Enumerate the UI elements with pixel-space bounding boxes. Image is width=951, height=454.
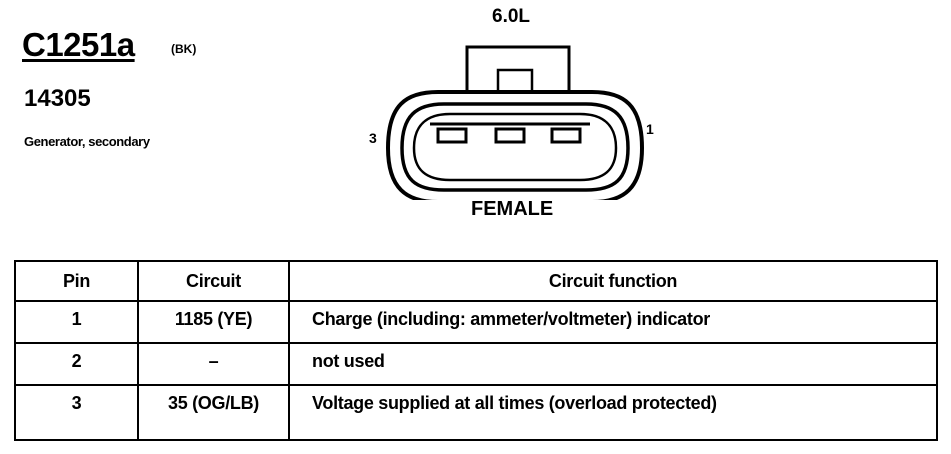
- cell-pin: 1: [14, 300, 139, 344]
- table-header-row: Pin Circuit Circuit function: [14, 260, 938, 302]
- pin-number-label-right: 1: [646, 121, 654, 137]
- cell-circuit: –: [137, 342, 290, 386]
- cell-pin: 2: [14, 342, 139, 386]
- connector-color-code: (BK): [171, 42, 197, 56]
- header-circuit-function: Circuit function: [288, 260, 938, 302]
- connector-id: C1251a: [22, 26, 135, 63]
- cell-circuit: 1185 (YE): [137, 300, 290, 344]
- header-pin: Pin: [14, 260, 139, 302]
- table-row: 3 35 (OG/LB) Voltage supplied at all tim…: [14, 384, 938, 441]
- table-row: 1 1185 (YE) Charge (including: ammeter/v…: [14, 300, 938, 344]
- part-number: 14305: [24, 85, 91, 112]
- connector-face-diagram: [385, 45, 645, 200]
- cell-pin: 3: [14, 384, 139, 441]
- connector-gender-label: FEMALE: [471, 198, 554, 220]
- connector-description: Generator, secondary: [24, 134, 150, 149]
- pin-number-label-left: 3: [369, 130, 377, 146]
- cell-function: Charge (including: ammeter/voltmeter) in…: [288, 300, 938, 344]
- connector-shell: [385, 90, 645, 200]
- terminal-3: [436, 127, 468, 144]
- connector-terminals: [436, 127, 582, 144]
- cell-function: not used: [288, 342, 938, 386]
- engine-label: 6.0L: [492, 6, 531, 27]
- pinout-table: Pin Circuit Circuit function 1 1185 (YE)…: [14, 260, 938, 441]
- cell-circuit: 35 (OG/LB): [137, 384, 290, 441]
- cell-function: Voltage supplied at all times (overload …: [288, 384, 938, 441]
- header-circuit: Circuit: [137, 260, 290, 302]
- terminal-2: [494, 127, 526, 144]
- terminal-1: [550, 127, 582, 144]
- table-row: 2 – not used: [14, 342, 938, 386]
